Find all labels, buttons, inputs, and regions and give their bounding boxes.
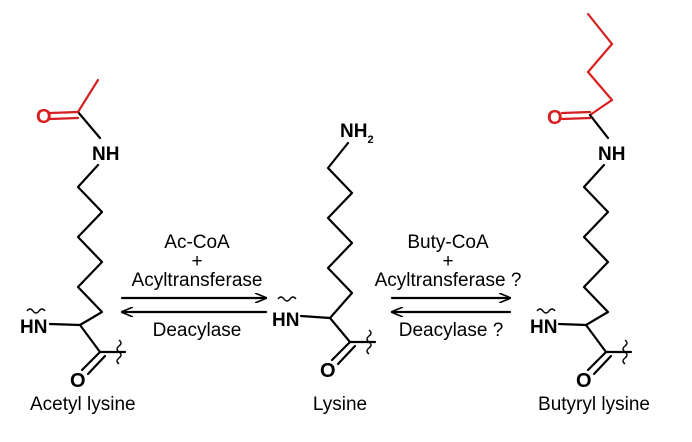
butyryl-acyl-link [588,98,614,117]
butyryl-side-chain [582,163,610,327]
lysine-n-term-squiggle-icon [277,296,297,302]
lysine-co-bond-2 [336,344,357,366]
left-reaction: Ac-CoA + Acyltransferase Deacylase [120,232,268,341]
right-plus-sign: + [442,251,453,272]
lysine-alpha-carbonyl-bond [328,316,352,344]
acetyl-alpha-carbonyl-bond [78,323,102,354]
acetyl-carbonyl-oxygen: O [70,370,86,392]
lysine-co-bond-1 [330,340,352,362]
butyryl-alpha-carbonyl-bond [584,323,608,354]
butyryl-co-bond-1 [586,350,608,372]
acetyl-co-bond-2 [86,354,107,376]
lysine-c-term-squiggle-icon [366,329,372,355]
acetyl-carbonyl-bond [76,110,102,140]
right-reverse-enzyme-label: Deacylase ? [399,320,504,341]
left-plus-sign: + [191,251,202,272]
lysine-structure: NH2 HN O Lysine [272,121,377,415]
lysine-backbone-hn-label: HN [272,310,299,331]
butyryl-side-nh-label: NH [598,144,625,165]
acetyl-backbone-hn-label: HN [20,317,47,338]
left-forward-enzyme-label: Acyltransferase [132,270,263,291]
acetyl-lysine-structure: O NH HN O Acetyl lysine [20,78,136,415]
butyryl-backbone-hn-label: HN [530,317,557,338]
acetyl-acyl-oxygen: O [36,106,52,128]
lysine-side-chain [326,141,354,320]
acetyl-lysine-label: Acetyl lysine [30,394,136,415]
acetyl-side-chain [76,163,104,327]
butyryl-c-term-squiggle-icon [622,339,628,365]
acetyl-n-term-squiggle-icon [26,308,46,314]
right-forward-enzyme-label: Acyltransferase ? [375,270,522,291]
lysine-label: Lysine [313,394,367,415]
butyryl-hn-bond [557,322,588,327]
left-cofactor-label: Ac-CoA [164,232,230,253]
butyryl-co-double-bond-2 [560,116,592,121]
butyryl-co-bond-2 [592,354,613,376]
lysine-amine-label: NH2 [340,121,374,146]
butyryl-co-double-bond-1 [560,110,592,115]
acetyl-hn-bond [48,322,82,327]
acetyl-methyl-bond [76,78,100,114]
butyryl-lysine-structure: O NH HN O Butyryl lysine [530,12,650,415]
butyryl-carbonyl-nh-bond [588,113,610,140]
right-reaction: Buty-CoA + Acyltransferase ? Deacylase ? [375,232,522,341]
right-cofactor-label: Buty-CoA [407,232,489,253]
lysine-carbonyl-oxygen: O [320,360,336,382]
lysine-hn-bond [299,314,332,320]
acetyl-co-double-bond-2 [48,116,80,121]
acetyl-side-nh-label: NH [92,144,119,165]
butyryl-acyl-chain [586,12,614,102]
acetyl-co-double-bond-1 [48,110,80,115]
butyryl-n-term-squiggle-icon [536,308,556,314]
butyryl-carbonyl-oxygen: O [576,370,592,392]
butyryl-acyl-oxygen: O [547,107,563,129]
acetyl-co-bond-1 [80,350,102,372]
acetyl-c-term-squiggle-icon [116,339,122,365]
butyryl-lysine-label: Butyryl lysine [538,394,650,415]
left-reverse-enzyme-label: Deacylase [153,320,242,341]
